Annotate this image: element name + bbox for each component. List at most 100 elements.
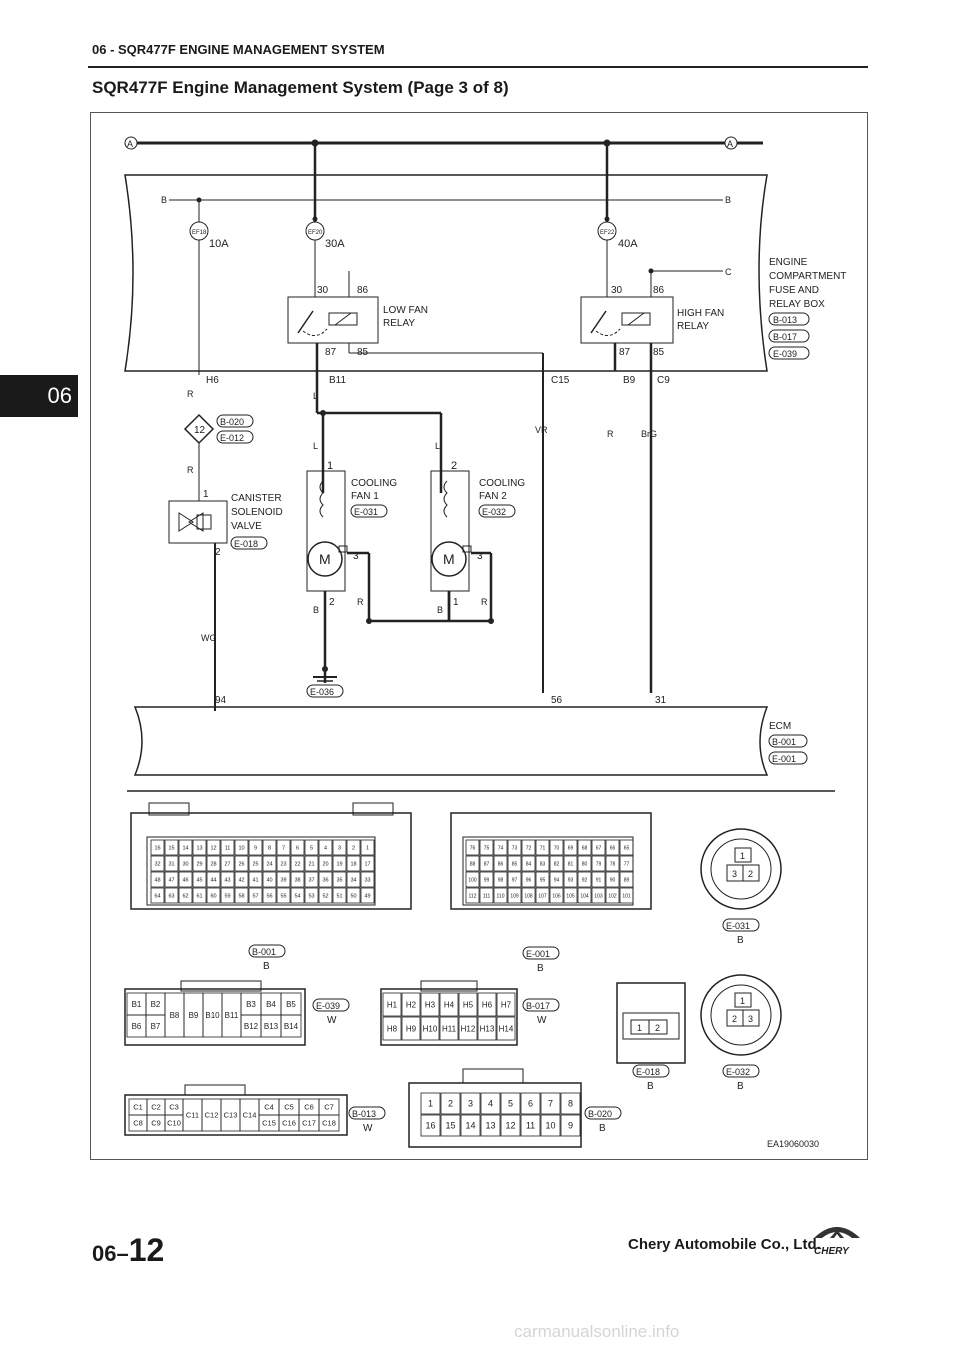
b001-pin-13: 13 [196,845,202,851]
b001-pin-18: 18 [350,861,356,867]
section-tab[interactable]: 06 [0,375,78,417]
ecm-pin-56: 56 [551,695,563,706]
e039-pin-B1: B1 [132,1000,142,1009]
e032-caption: E-032 [726,1067,750,1077]
low-relay-label-1: LOW FAN [383,305,428,316]
b001-pin-57: 57 [252,893,258,899]
e001-pin-85: 85 [512,861,518,867]
b001-pin-56-cell [262,887,277,904]
e039-pin-B9: B9 [189,1011,199,1020]
wire-l-3: L [435,441,440,451]
b017-pin-H8-cell [382,1016,402,1041]
e001-pin-78: 78 [610,861,616,867]
e001-pin-107-cell [535,887,550,904]
fan1-pin-bottom: 2 [329,597,335,608]
b001-pin-45-cell [192,871,207,888]
b017-pin-H13: H13 [480,1024,495,1033]
e039-pin-B3: B3 [246,1000,256,1009]
e001-pin-72: 72 [526,845,532,851]
b001-pin-25-cell [248,855,263,872]
header-divider [88,66,868,68]
b001-pin-4: 4 [324,845,327,851]
e001-pin-85-cell [507,855,522,872]
b001-pin-59-cell [220,887,235,904]
b001-pin-34-cell [346,871,361,888]
b001-pin-38-cell [290,871,305,888]
e001-pin-80: 80 [582,861,588,867]
b020-pin-7: 7 [548,1099,553,1109]
b001-pin-33-cell [360,871,375,888]
b001-pin-33: 33 [364,877,370,883]
e001-pin-68: 68 [582,845,588,851]
b013-pin-C16: C16 [282,1119,296,1128]
b001-pin-35: 35 [336,877,342,883]
b001-pin-34: 34 [350,877,356,883]
high-relay-pin85: 85 [653,347,665,358]
b001-pin-37: 37 [308,877,314,883]
e039-pin-B2: B2 [151,1000,161,1009]
wire-r-3: R [357,597,364,607]
low-relay-pin87: 87 [325,347,337,358]
b020-pin-16-cell [420,1114,441,1137]
e018-pin-2: 2 [655,1023,660,1033]
b001-pin-48-cell [150,871,165,888]
b001-caption: B-001 [252,947,276,957]
b001-pin-20: 20 [322,861,328,867]
b001-pin-41: 41 [252,877,258,883]
b013-pin-C18-cell [318,1114,340,1132]
e001-pin-95-cell [535,871,550,888]
e001-pin-112-cell [465,887,480,904]
b017-pin-H11: H11 [442,1024,457,1033]
e001-pin-110: 110 [497,893,505,899]
bus-a-right-label: A [727,139,733,149]
wire-r-4: R [481,597,488,607]
b001-pin-30-cell [178,855,193,872]
e018-pin-1: 1 [637,1023,642,1033]
b020-pin-3-cell [460,1092,481,1115]
b001-pin-9: 9 [254,845,257,851]
b013-pin-C2: C2 [151,1103,161,1112]
b001-pin-16: 16 [154,845,160,851]
fuse-ef18-rating: 10A [209,238,229,250]
e001-pin-78-cell [605,855,620,872]
b020-pin-3: 3 [468,1099,473,1109]
b001-pin-58: 58 [238,893,244,899]
ecm-connector-2: E-001 [772,754,796,764]
e001-pin-103: 103 [594,893,603,899]
ecm-outline [133,706,769,776]
e001-pin-81: 81 [568,861,574,867]
ecm-connector-1: B-001 [772,737,796,747]
b001-pin-5-cell [304,839,319,856]
b001-pin-64-cell [150,887,165,904]
b001-pin-36: 36 [322,877,328,883]
b001-pin-2: 2 [352,845,355,851]
b001-pin-40: 40 [266,877,272,883]
b001-pin-26-cell [234,855,249,872]
e001-pin-81-cell [563,855,578,872]
page-number: 06–12 [92,1232,164,1269]
e039-pin-B14-cell [280,1014,302,1038]
b013-pin-C1: C1 [133,1103,143,1112]
wire-brg: BrG [641,429,657,439]
b001-pin-11-cell [220,839,235,856]
e031-pin-1: 1 [740,851,745,861]
b020-pin-1: 1 [428,1099,433,1109]
b017-pin-H3: H3 [425,1000,436,1009]
b013-pin-C7: C7 [324,1103,334,1112]
fan2-connector: E-032 [482,507,506,517]
b017-pin-H9: H9 [406,1024,417,1033]
b001-pin-40-cell [262,871,277,888]
fan2-pin-top: 2 [451,460,457,472]
b017-pin-H12-cell [458,1016,478,1041]
b001-pin-37-cell [304,871,319,888]
b020-pin-15: 15 [445,1121,455,1131]
b013-pin-C4: C4 [264,1103,274,1112]
b001-pin-53: 53 [308,893,314,899]
fuse-box-outline [124,174,768,372]
b001-pin-61-cell [192,887,207,904]
e039-pin-B7: B7 [151,1022,161,1031]
fan1-pin-top: 1 [327,460,333,472]
